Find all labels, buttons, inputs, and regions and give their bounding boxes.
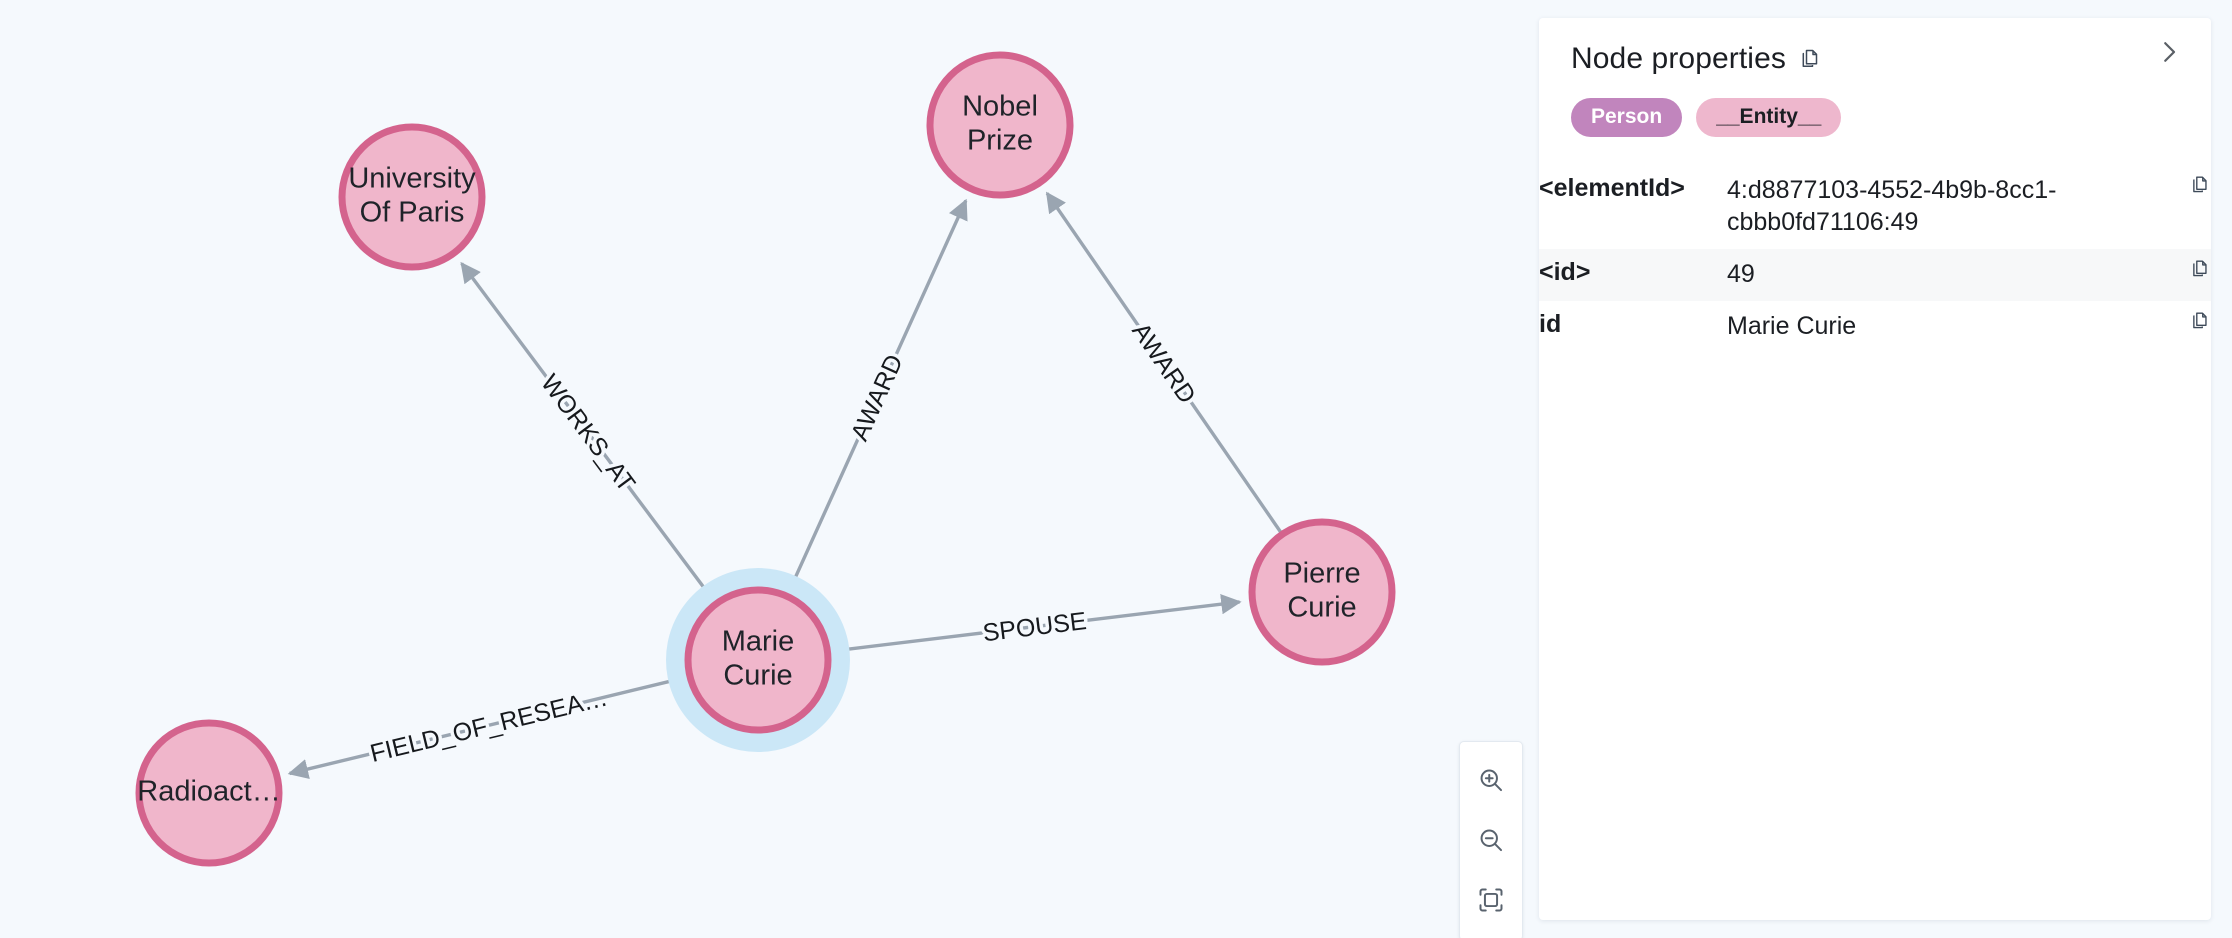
copy-property-icon[interactable] bbox=[2189, 310, 2211, 332]
node-circle[interactable] bbox=[338, 123, 486, 271]
panel-header: Node properties bbox=[1539, 18, 2211, 76]
zoom-controls bbox=[1459, 741, 1523, 938]
property-value: 49 bbox=[1727, 260, 1755, 289]
node-circle[interactable] bbox=[684, 586, 832, 734]
property-row: id Marie Curie bbox=[1539, 301, 2211, 353]
relationship-spouse[interactable] bbox=[829, 594, 1242, 654]
node-label-chip-1[interactable]: __Entity__ bbox=[1696, 98, 1842, 138]
property-key: id bbox=[1539, 310, 1562, 339]
node-circle[interactable] bbox=[135, 719, 283, 867]
chevron-right-icon bbox=[2164, 42, 2176, 62]
property-copy-cell[interactable] bbox=[2149, 249, 2211, 301]
zoom-to-fit-icon bbox=[1479, 888, 1503, 912]
zoom-in-icon bbox=[1480, 769, 1503, 792]
relationship-award-pierre[interactable] bbox=[1045, 191, 1283, 534]
zoom-out-button[interactable] bbox=[1461, 810, 1521, 870]
node-properties-table: <elementId> 4:d8877103-4552-4b9b-8cc1-cbb… bbox=[1539, 165, 2211, 353]
property-copy-cell[interactable] bbox=[2149, 165, 2211, 249]
property-value: 4:d8877103-4552-4b9b-8cc1-cbbb0fd71106:4… bbox=[1727, 176, 2057, 237]
copy-property-icon[interactable] bbox=[2189, 174, 2211, 196]
page-title: Node properties bbox=[1571, 42, 1786, 75]
property-key: <elementId> bbox=[1539, 174, 1685, 203]
copy-all-properties-icon[interactable] bbox=[1798, 47, 1822, 71]
zoom-in-button[interactable] bbox=[1461, 750, 1521, 810]
graph-node-radioactivity[interactable]: Radioact… bbox=[135, 719, 283, 867]
node-label-chip-0[interactable]: Person bbox=[1571, 98, 1683, 138]
relationship-field-of-research[interactable] bbox=[287, 675, 689, 780]
node-circle[interactable] bbox=[1248, 518, 1396, 666]
property-copy-cell[interactable] bbox=[2149, 301, 2211, 353]
relationship-award-marie[interactable] bbox=[786, 198, 968, 596]
node-circle[interactable] bbox=[926, 51, 1074, 199]
property-row: <elementId> 4:d8877103-4552-4b9b-8cc1-cbb… bbox=[1539, 165, 2211, 249]
property-key: <id> bbox=[1539, 258, 1591, 287]
property-row: <id> 49 bbox=[1539, 249, 2211, 302]
collapse-panel-button[interactable] bbox=[2145, 28, 2193, 76]
node-properties-panel: Node properties Person __Entity__ <elemen… bbox=[1539, 18, 2211, 920]
copy-property-icon[interactable] bbox=[2189, 258, 2211, 280]
node-labels-list: Person __Entity__ bbox=[1539, 76, 2211, 138]
zoom-out-icon bbox=[1480, 829, 1503, 852]
zoom-to-fit-button[interactable] bbox=[1461, 870, 1521, 930]
relationship-works-at[interactable] bbox=[460, 261, 717, 604]
edges-layer bbox=[287, 191, 1283, 780]
property-value: Marie Curie bbox=[1727, 312, 1857, 341]
